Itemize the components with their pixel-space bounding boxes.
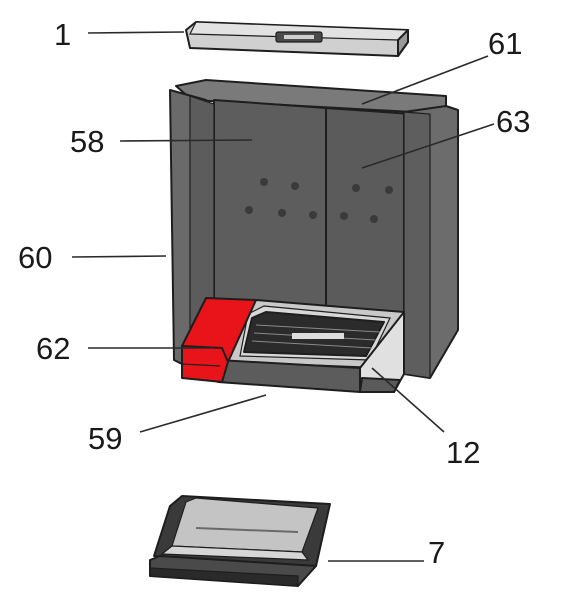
leader-60	[71, 255, 167, 258]
callout-59: 59	[88, 421, 122, 456]
callout-12: 12	[446, 435, 480, 470]
callout-62: 62	[36, 331, 70, 366]
callout-1: 1	[54, 17, 71, 52]
firebox-assembly	[169, 79, 459, 393]
leader-58	[119, 139, 253, 142]
part-63-back-panel-right	[325, 107, 413, 319]
part-1-top-plate	[185, 21, 410, 57]
callout-58: 58	[70, 124, 104, 159]
leader-1	[87, 31, 185, 34]
leader-63	[361, 123, 495, 169]
back-panel-vent-holes	[245, 178, 393, 223]
part-58-back-panel-left	[213, 99, 327, 313]
leader-59	[139, 394, 267, 433]
callout-63: 63	[496, 104, 530, 139]
leader-12	[371, 367, 445, 433]
leader-lines	[71, 31, 495, 562]
part-7-ash-pan	[149, 495, 331, 587]
callout-labels: 1 61 58 63 60 62 59 12 7	[18, 17, 530, 570]
callout-61: 61	[488, 26, 522, 61]
callout-7: 7	[428, 535, 445, 570]
callout-60: 60	[18, 240, 52, 275]
leader-61	[361, 55, 489, 105]
